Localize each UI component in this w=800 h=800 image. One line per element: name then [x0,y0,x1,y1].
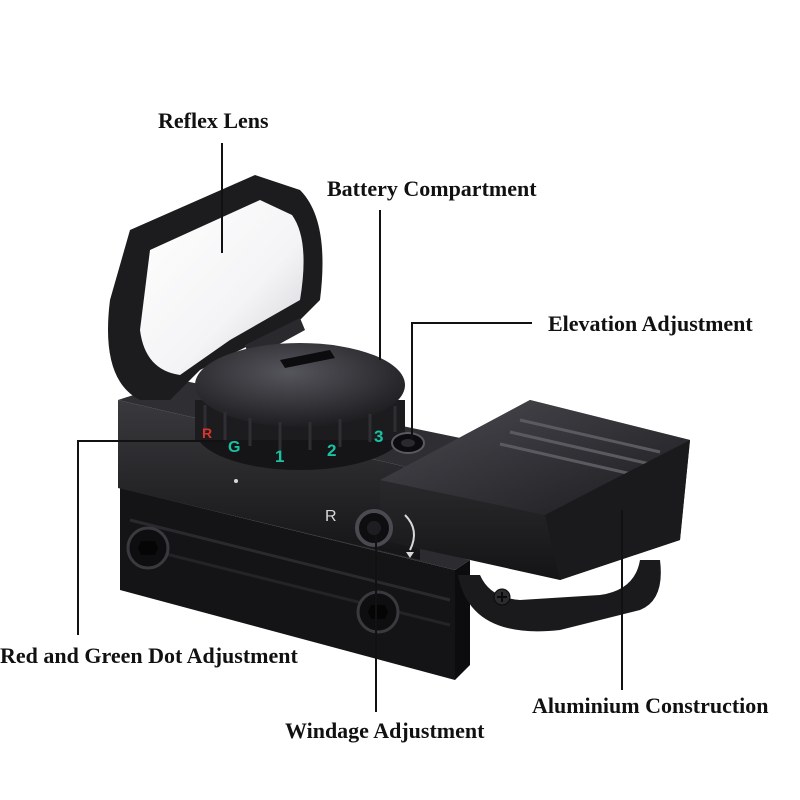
quick-release-lever [458,560,661,632]
leader-red-green-dot [77,440,224,635]
label-elevation-adjustment: Elevation Adjustment [548,311,753,336]
dial-red-mark: R [202,425,212,441]
rail-screw-left [126,526,170,570]
dial-green-mark: G [228,439,240,456]
label-windage-adjustment: Windage Adjustment [285,718,485,743]
battery-cap-dial [195,343,405,470]
windage-screw [355,509,415,558]
reflex-lens-frame [108,175,323,400]
elevation-screw [391,432,425,454]
rail-screw-right [356,590,400,634]
leader-elevation-adjustment [411,322,532,440]
dial-number-1: 1 [275,447,284,466]
label-reflex-lens: Reflex Lens [158,108,269,133]
dial-number-2: 2 [327,441,336,460]
label-red-green-dot-adjustment: Red and Green Dot Adjustment [0,643,298,668]
side-r-letter: R [325,508,337,525]
rear-housing [380,400,690,580]
dial-number-3: 3 [374,427,383,446]
leader-lines [77,143,623,712]
label-aluminium-construction: Aluminium Construction [532,693,769,718]
label-battery-compartment: Battery Compartment [327,176,537,201]
